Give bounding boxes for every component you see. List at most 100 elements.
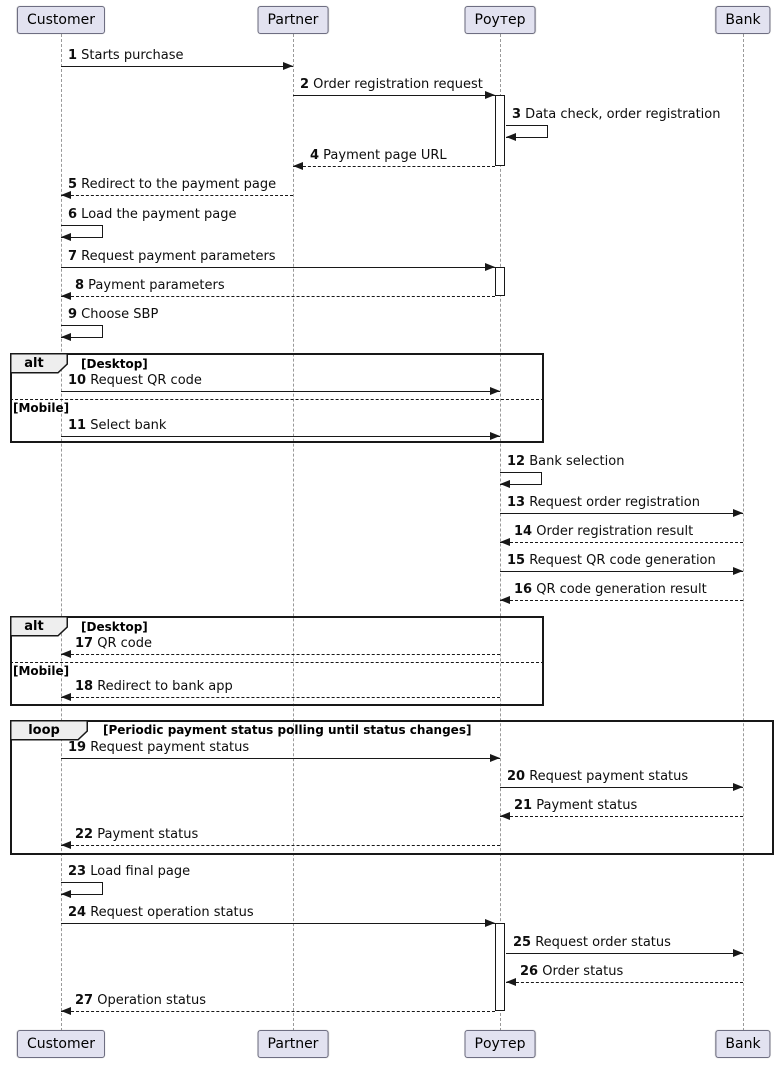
message-number: 18 bbox=[75, 679, 94, 694]
fragment-divider bbox=[10, 662, 544, 663]
fragment-condition: [Mobile] bbox=[13, 401, 70, 415]
message-label-6: 6 Load the payment page bbox=[68, 207, 236, 222]
self-message-3 bbox=[506, 125, 548, 138]
participant-customer-bottom: Customer bbox=[16, 1030, 106, 1058]
self-message-12 bbox=[500, 472, 542, 485]
message-label-23: 23 Load final page bbox=[68, 864, 190, 879]
lifeline-router bbox=[500, 34, 501, 1031]
message-text: Operation status bbox=[93, 993, 206, 1008]
fragment-operator-shape bbox=[10, 616, 68, 637]
message-text: Request order registration bbox=[525, 495, 700, 510]
message-number: 1 bbox=[68, 48, 78, 63]
message-line-20 bbox=[500, 787, 743, 788]
arrowhead-icon bbox=[500, 596, 510, 604]
message-number: 22 bbox=[75, 827, 94, 842]
message-label-21: 21 Payment status bbox=[514, 798, 637, 813]
message-line-4 bbox=[293, 166, 495, 167]
fragment-divider bbox=[10, 399, 544, 400]
message-number: 17 bbox=[75, 636, 94, 651]
arrowhead-icon bbox=[733, 567, 743, 575]
message-label-7: 7 Request payment parameters bbox=[68, 249, 276, 264]
message-number: 13 bbox=[507, 495, 526, 510]
arrowhead-icon bbox=[733, 949, 743, 957]
participant-router-bottom: Роутер bbox=[464, 1030, 536, 1058]
message-label-14: 14 Order registration result bbox=[514, 524, 693, 539]
message-line-11 bbox=[61, 436, 500, 437]
arrowhead-icon bbox=[490, 432, 500, 440]
message-text: QR code bbox=[93, 636, 152, 651]
arrowhead-icon bbox=[506, 133, 516, 141]
message-label-13: 13 Request order registration bbox=[507, 495, 700, 510]
lifeline-partner bbox=[293, 34, 294, 1031]
fragment-operator-label: alt bbox=[24, 356, 44, 371]
arrowhead-icon bbox=[733, 509, 743, 517]
message-line-25 bbox=[506, 953, 743, 954]
message-number: 2 bbox=[300, 77, 310, 92]
arrowhead-icon bbox=[485, 91, 495, 99]
message-line-8 bbox=[61, 296, 495, 297]
self-message-6 bbox=[61, 225, 103, 238]
message-line-19 bbox=[61, 758, 500, 759]
message-label-19: 19 Request payment status bbox=[68, 740, 249, 755]
message-label-15: 15 Request QR code generation bbox=[507, 553, 716, 568]
arrowhead-icon bbox=[283, 62, 293, 70]
message-text: Starts purchase bbox=[77, 48, 184, 63]
fragment-alt-1 bbox=[10, 353, 544, 443]
participant-customer-top: Customer bbox=[16, 6, 106, 34]
message-text: Order registration result bbox=[532, 524, 694, 539]
message-label-9: 9 Choose SBP bbox=[68, 307, 158, 322]
message-text: Select bank bbox=[86, 418, 167, 433]
arrowhead-icon bbox=[500, 812, 510, 820]
message-text: Request QR code generation bbox=[525, 553, 716, 568]
message-number: 11 bbox=[68, 418, 87, 433]
message-label-26: 26 Order status bbox=[520, 964, 623, 979]
message-number: 20 bbox=[507, 769, 526, 784]
message-number: 7 bbox=[68, 249, 78, 264]
message-label-4: 4 Payment page URL bbox=[310, 148, 447, 163]
activation-bar-3 bbox=[495, 923, 505, 1011]
message-text: Request payment parameters bbox=[77, 249, 276, 264]
message-number: 3 bbox=[512, 107, 522, 122]
message-line-24 bbox=[61, 923, 495, 924]
message-label-3: 3 Data check, order registration bbox=[512, 107, 720, 122]
fragment-loop-3 bbox=[10, 720, 774, 855]
message-number: 27 bbox=[75, 993, 94, 1008]
message-number: 9 bbox=[68, 307, 78, 322]
arrowhead-icon bbox=[61, 693, 71, 701]
activation-bar-1 bbox=[495, 95, 505, 166]
lifeline-customer bbox=[61, 34, 62, 1031]
message-line-10 bbox=[61, 391, 500, 392]
participant-bank-top: Bank bbox=[715, 6, 771, 34]
message-line-17 bbox=[61, 654, 500, 655]
message-text: Load final page bbox=[86, 864, 191, 879]
message-label-1: 1 Starts purchase bbox=[68, 48, 184, 63]
activation-bar-2 bbox=[495, 267, 505, 296]
message-text: Order registration request bbox=[309, 77, 483, 92]
message-text: Request payment status bbox=[86, 740, 250, 755]
fragment-alt-2 bbox=[10, 616, 544, 706]
message-text: Load the payment page bbox=[77, 207, 237, 222]
arrowhead-icon bbox=[61, 890, 71, 898]
message-label-20: 20 Request payment status bbox=[507, 769, 688, 784]
message-text: Payment page URL bbox=[319, 148, 447, 163]
message-text: Payment parameters bbox=[84, 278, 225, 293]
message-label-5: 5 Redirect to the payment page bbox=[68, 177, 276, 192]
message-line-18 bbox=[61, 697, 500, 698]
message-number: 5 bbox=[68, 177, 78, 192]
arrowhead-icon bbox=[61, 841, 71, 849]
participant-router-top: Роутер bbox=[464, 6, 536, 34]
message-line-21 bbox=[500, 816, 743, 817]
message-text: Request order status bbox=[531, 935, 671, 950]
fragment-condition: [Desktop] bbox=[81, 357, 148, 371]
arrowhead-icon bbox=[61, 333, 71, 341]
message-number: 6 bbox=[68, 207, 78, 222]
message-text: Request operation status bbox=[86, 905, 254, 920]
message-text: Request payment status bbox=[525, 769, 689, 784]
message-line-1 bbox=[61, 66, 293, 67]
message-number: 8 bbox=[75, 278, 85, 293]
arrowhead-icon bbox=[490, 754, 500, 762]
message-line-16 bbox=[500, 600, 743, 601]
message-line-2 bbox=[293, 95, 495, 96]
message-number: 23 bbox=[68, 864, 87, 879]
